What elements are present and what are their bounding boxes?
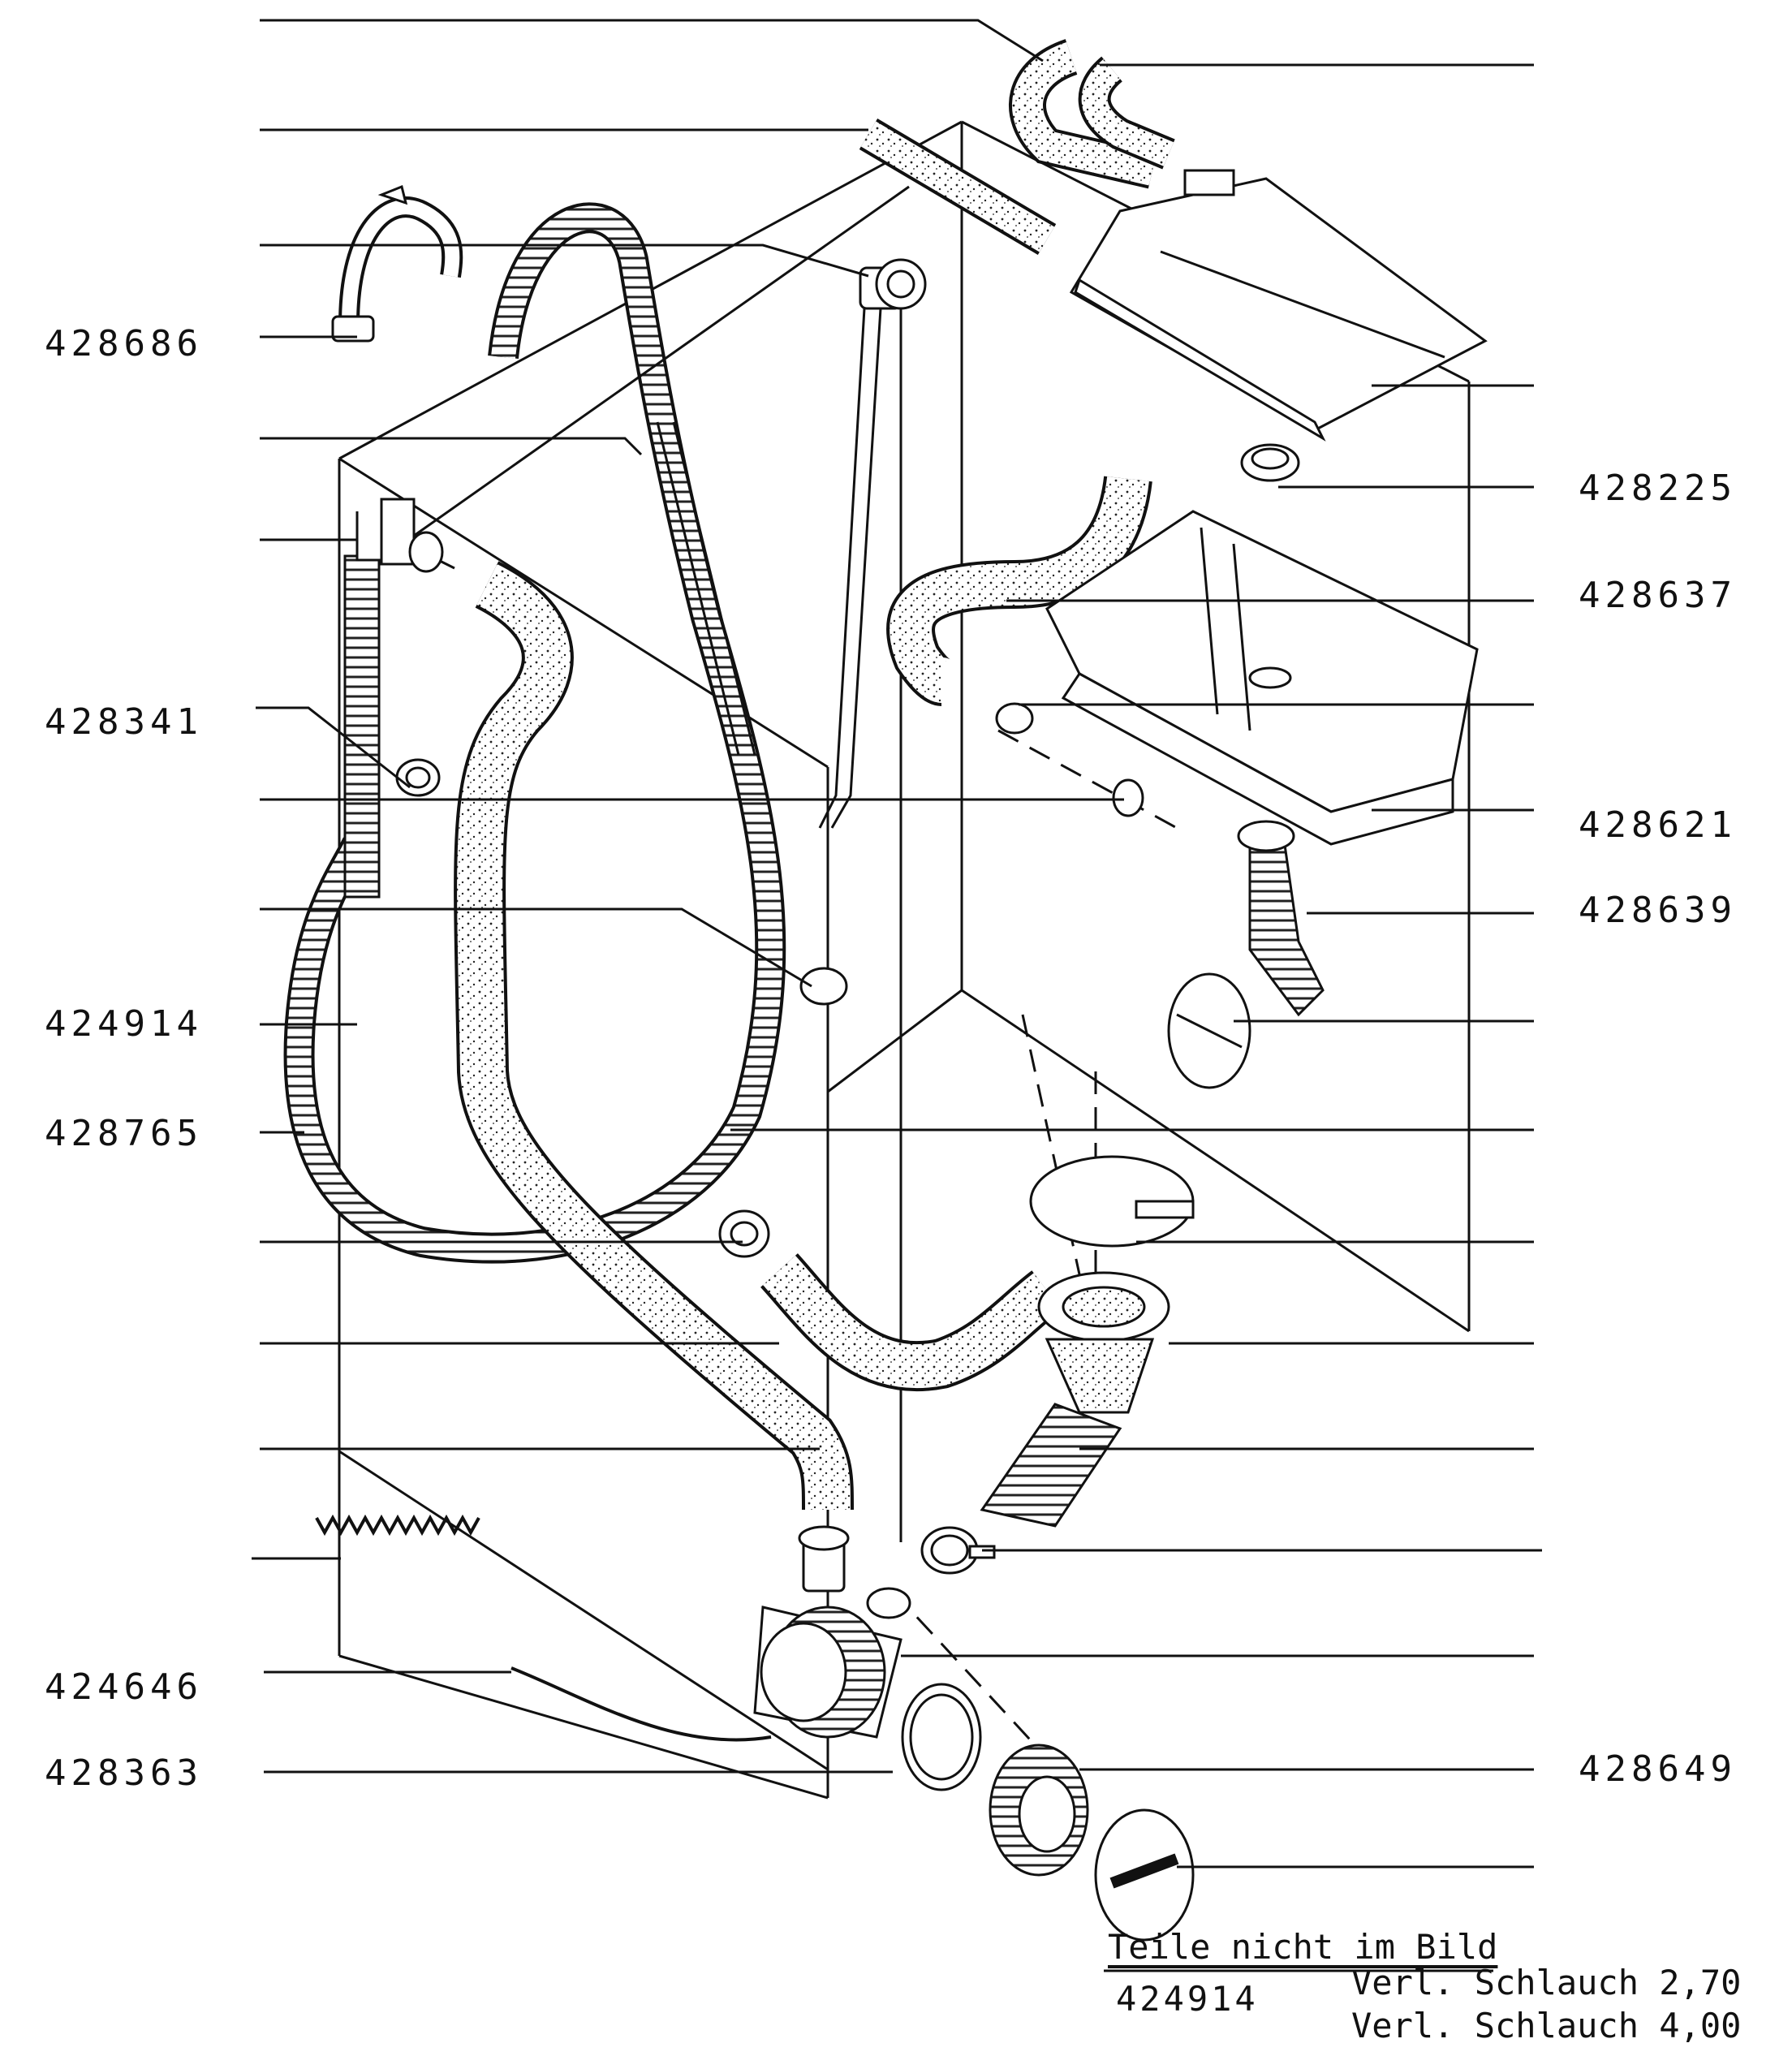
part-number-424646: 424646 [45,1666,203,1708]
leader-lines-right [730,63,1542,1869]
parts-not-shown-item-2: Verl. Schlauch 4,00 [1351,2006,1742,2045]
sump-hose-stippled [760,1253,1062,1392]
tray-lid [1069,169,1488,442]
filter-assembly [901,1683,1195,1942]
drain-hose-stippled [454,561,854,1511]
part-number-428639: 428639 [1579,890,1737,931]
valve-fitting [859,258,927,310]
hose-clamp [920,1526,996,1575]
parts-not-shown-title: Teile nicht im Bild [1108,1927,1498,1967]
round-plate [1029,972,1251,1248]
grommets [718,443,1300,1258]
part-number-428686: 428686 [45,323,203,364]
left-bracket [380,498,444,797]
pump-housing [753,1525,911,1739]
sump-housing [980,1271,1170,1528]
inlet-hose-thin [413,185,910,829]
connection-hose-stippled [886,475,1152,706]
part-number-428637: 428637 [1579,575,1737,616]
drawer-housing [1045,510,1479,846]
spring-and-wire [315,1514,772,1742]
left-corrugated-hose [343,511,391,899]
part-number-428765: 428765 [45,1113,203,1154]
leader-lines-left [252,19,1124,1774]
part-number-428621: 428621 [1579,804,1737,846]
bellows-428639 [1237,820,1325,1017]
drain-hose-bend [331,184,463,343]
part-number-428225: 428225 [1579,468,1737,509]
part-number-428341: 428341 [45,701,203,743]
part-number-424914: 424914 [45,1003,203,1045]
part-number-428363: 428363 [45,1752,203,1794]
parts-not-shown-item-1: Verl. Schlauch 2,70 [1351,1963,1742,2002]
supply-hose-loop [283,202,786,1264]
part-number-428649: 428649 [1579,1748,1737,1790]
parts-not-shown-part-number: 424914 [1116,1979,1259,2019]
top-hoses [859,39,1175,255]
